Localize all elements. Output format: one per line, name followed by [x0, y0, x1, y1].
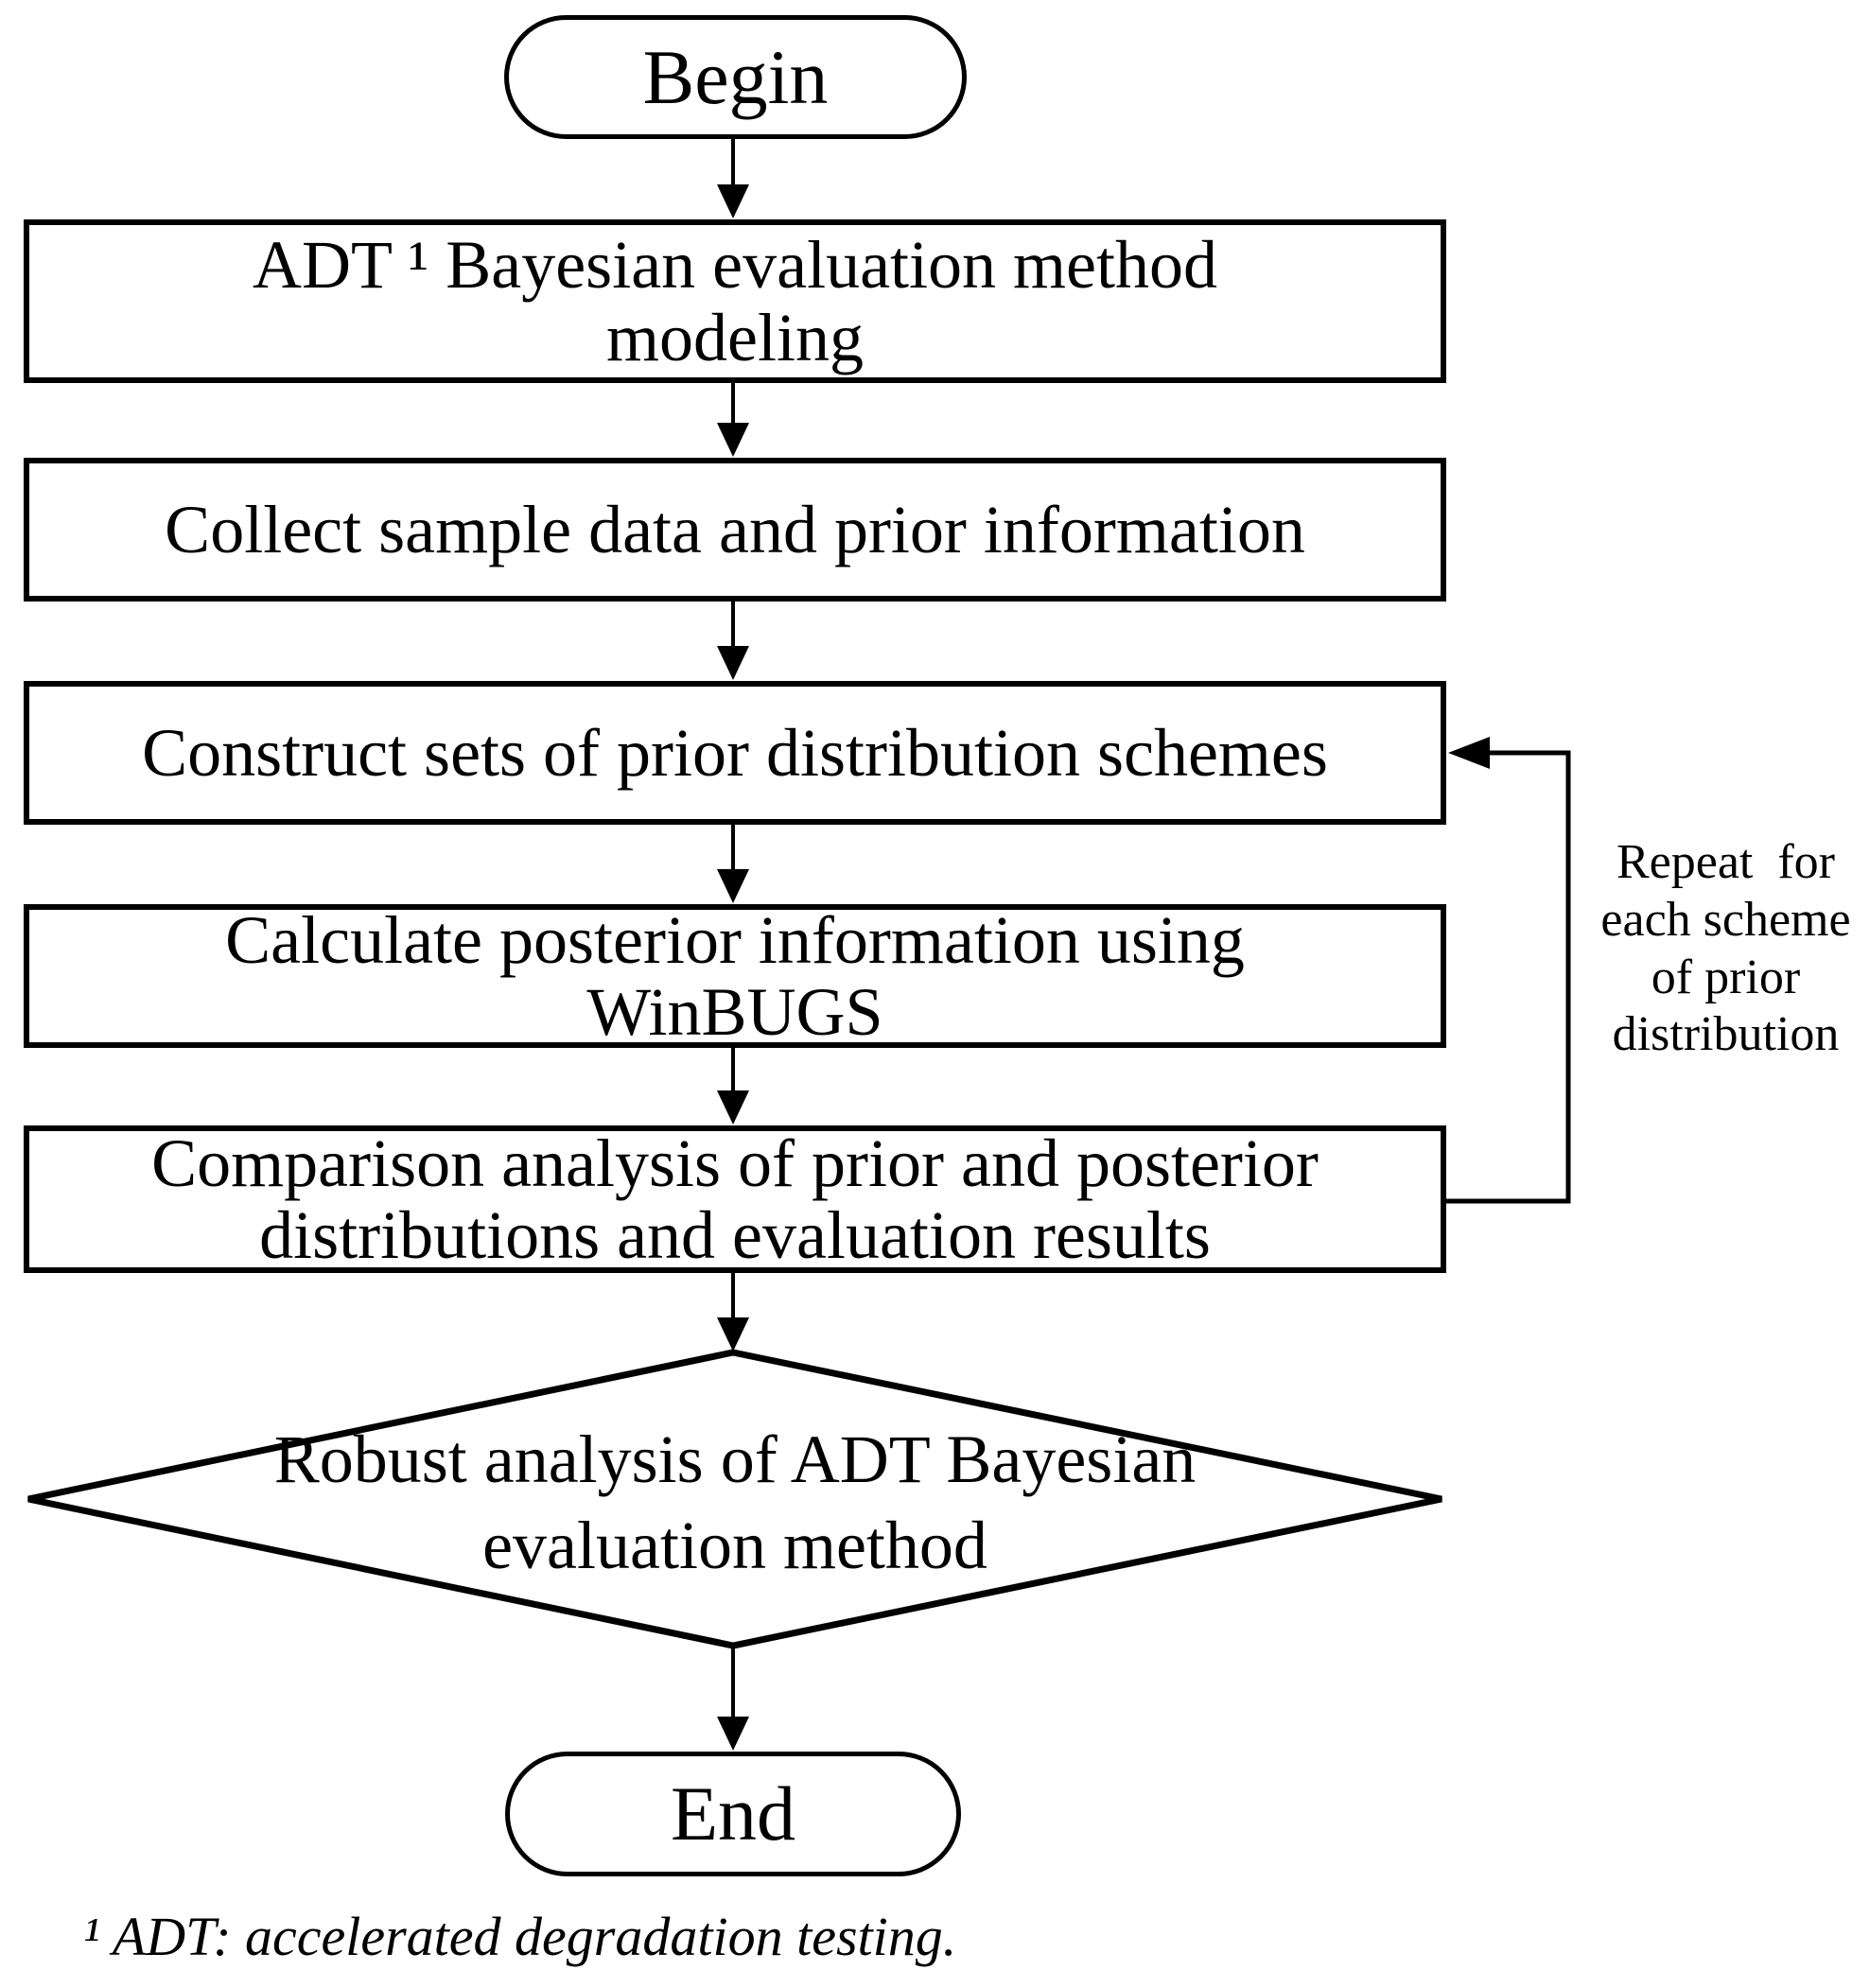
- decision-robust-analysis-line1: Robust analysis of ADT Bayesian: [273, 1421, 1197, 1497]
- decision-robust-analysis-line2: evaluation method: [482, 1507, 987, 1583]
- process-calculate-posterior-line2: WinBUGS: [586, 974, 883, 1050]
- repeat-loop-annotation-line4: distribution: [1612, 1007, 1840, 1062]
- terminator-begin: Begin: [504, 15, 967, 139]
- process-comparison-analysis-line2: distributions and evaluation results: [259, 1197, 1211, 1273]
- process-adt-modeling-line1: ADT ¹ Bayesian evaluation method: [252, 227, 1218, 304]
- process-comparison-analysis-line1: Comparison analysis of prior and posteri…: [151, 1125, 1319, 1201]
- feedback-loop-arrow: [1444, 750, 1571, 1204]
- terminator-end: End: [505, 1752, 961, 1876]
- process-construct-schemes: Construct sets of prior distribution sch…: [24, 681, 1446, 825]
- feedback-arrowhead-icon: [1448, 737, 1490, 769]
- repeat-loop-annotation-line2: each scheme: [1600, 892, 1851, 947]
- process-comparison-analysis: Comparison analysis of prior and posteri…: [24, 1125, 1446, 1273]
- process-adt-modeling-line2: modeling: [606, 299, 864, 375]
- repeat-loop-annotation-line3: of prior: [1651, 950, 1801, 1004]
- process-calculate-posterior: Calculate posterior information using Wi…: [24, 901, 1446, 1050]
- decision-diamond-shape: [27, 1349, 1442, 1649]
- flow-arrows: [717, 139, 749, 1751]
- end-label: End: [670, 1770, 796, 1857]
- repeat-loop-annotation-line1: Repeat for: [1616, 835, 1835, 889]
- process-construct-schemes-line1: Construct sets of prior distribution sch…: [142, 714, 1328, 791]
- footnote: ¹ ADT: accelerated degradation testing.: [83, 1906, 957, 1967]
- process-adt-modeling: ADT ¹ Bayesian evaluation method modelin…: [24, 219, 1446, 383]
- decision-robust-analysis: Robust analysis of ADT Bayesian evaluati…: [167, 1417, 1302, 1588]
- process-collect-data-line1: Collect sample data and prior informatio…: [165, 491, 1305, 567]
- process-calculate-posterior-line1: Calculate posterior information using: [225, 901, 1245, 978]
- process-collect-data: Collect sample data and prior informatio…: [24, 458, 1446, 602]
- begin-label: Begin: [642, 33, 829, 120]
- repeat-loop-annotation: Repeat for each scheme of prior distribu…: [1582, 834, 1870, 1064]
